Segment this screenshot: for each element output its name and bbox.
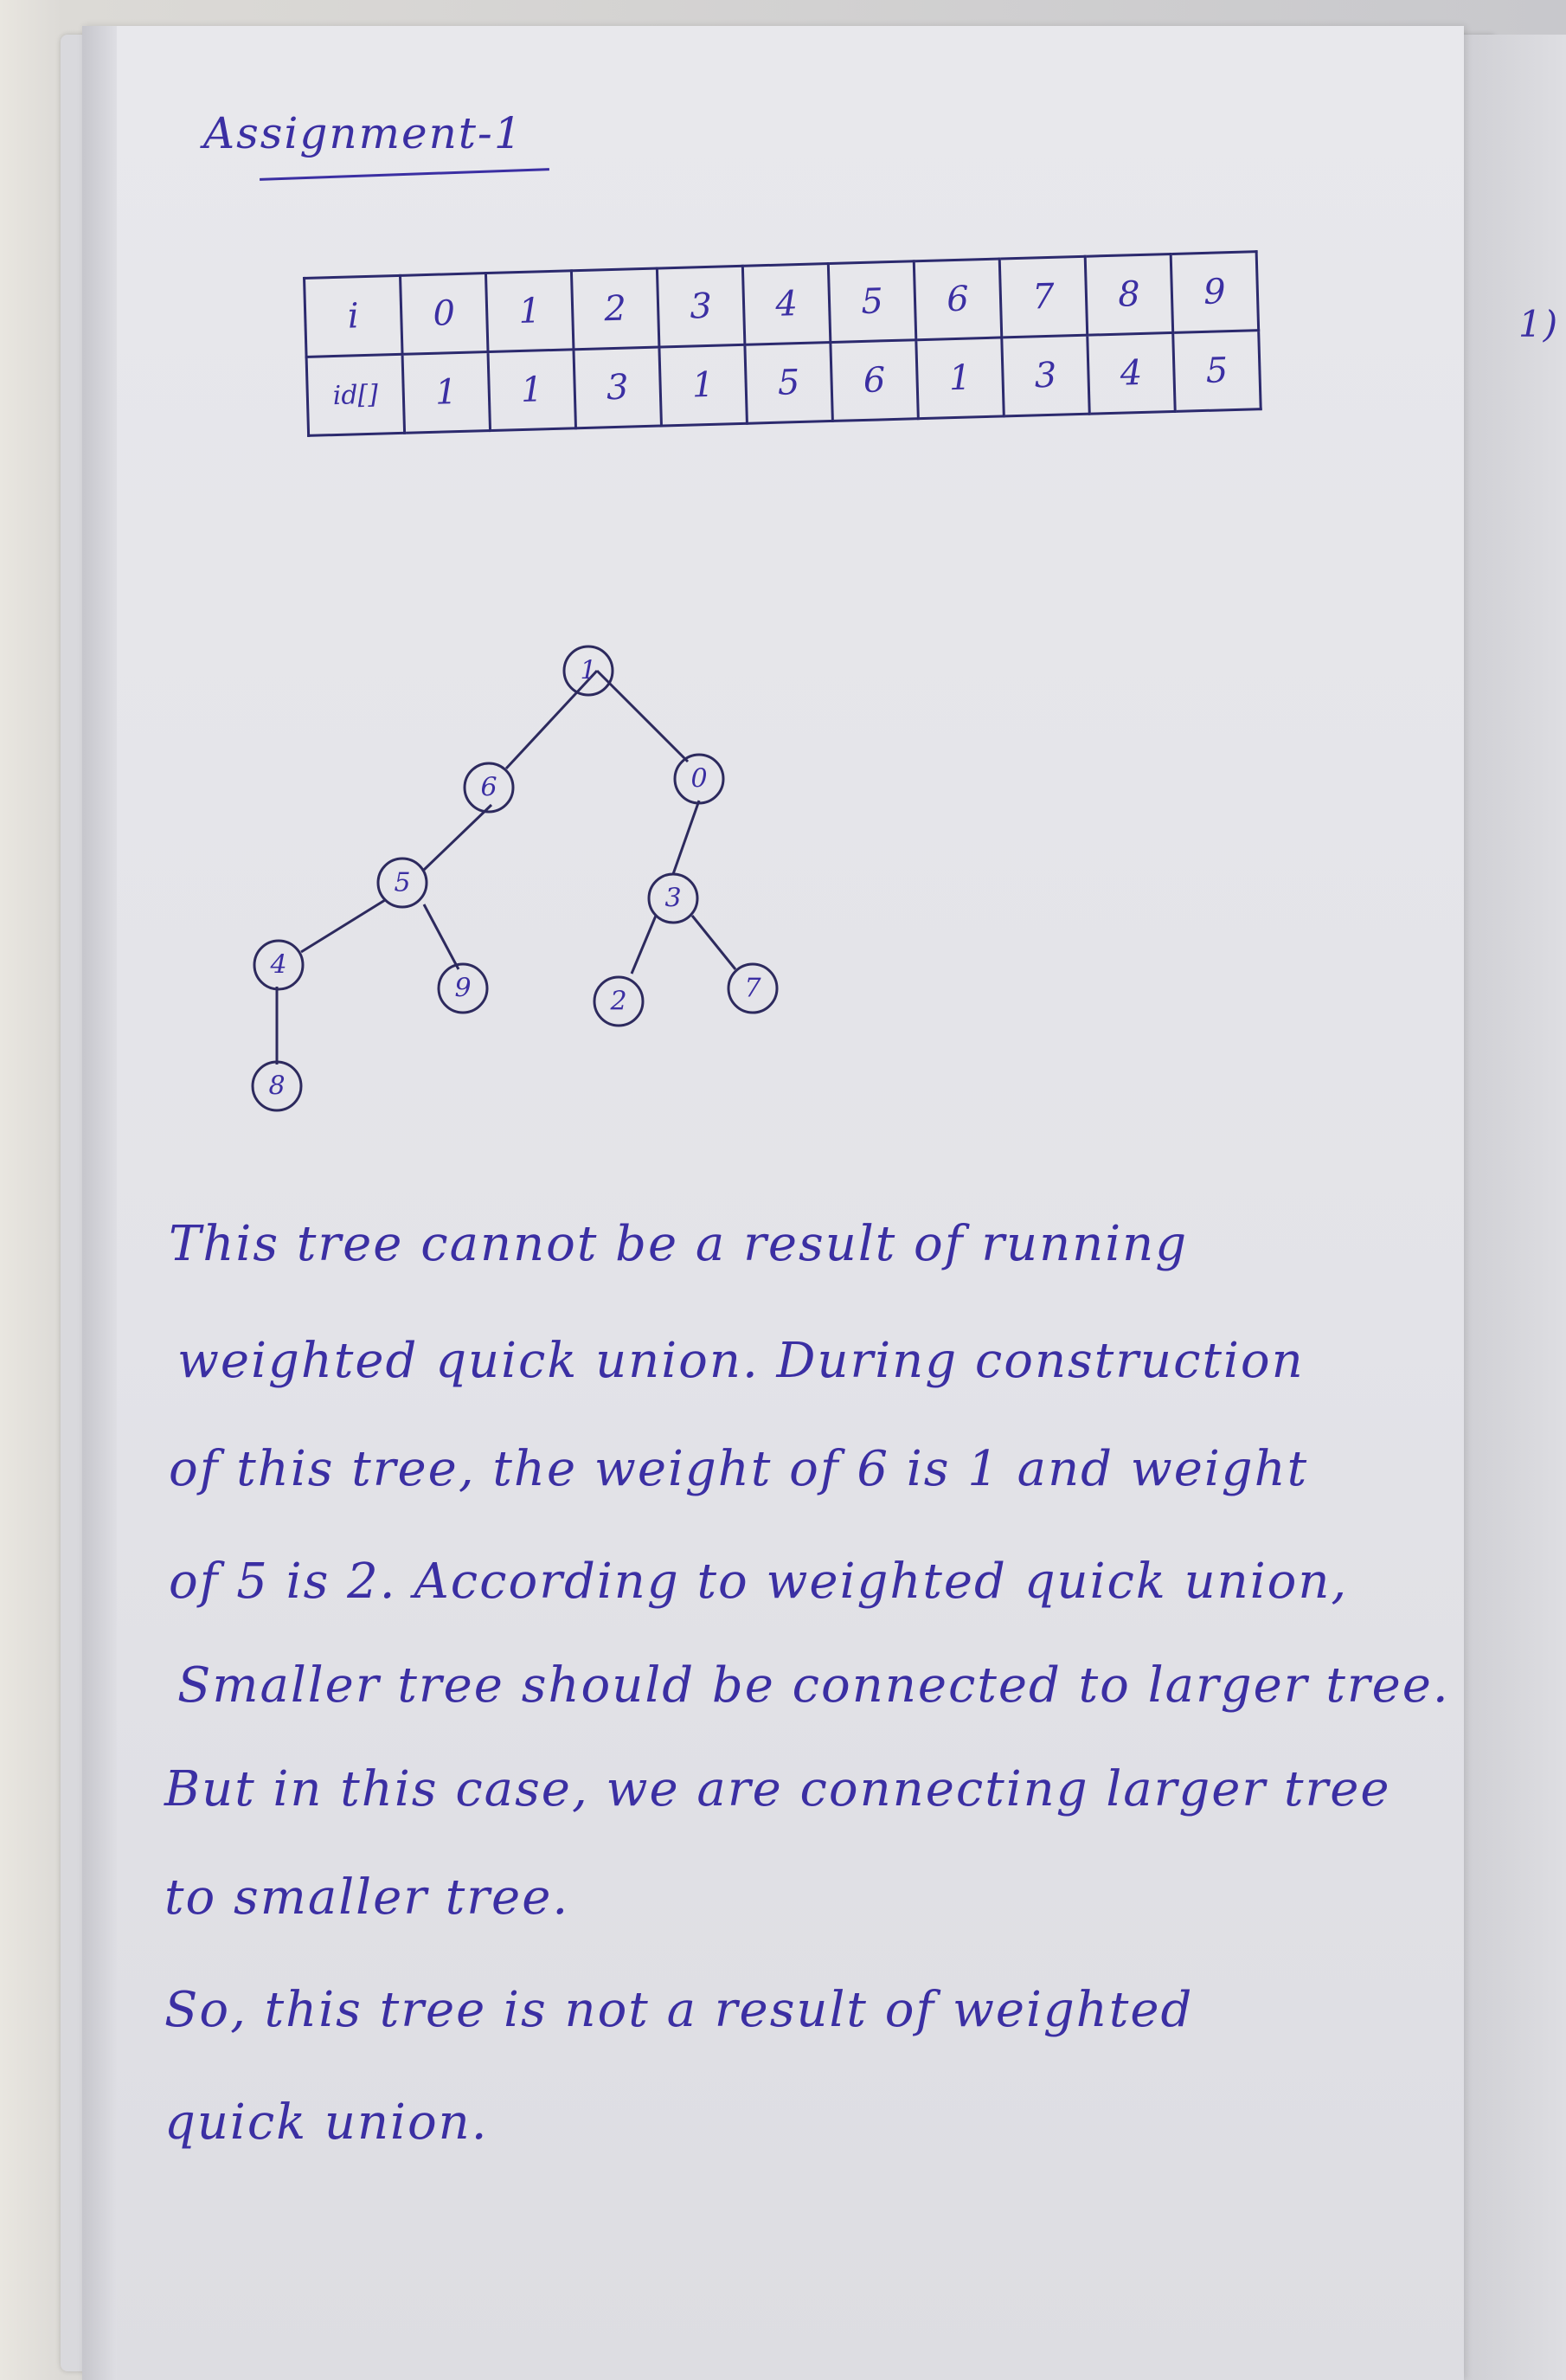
tree-node: 6 [463, 762, 515, 814]
tree-edge [422, 904, 460, 970]
tree-node-label: 1 [580, 656, 596, 686]
tree-edge [630, 915, 658, 975]
tree-node: 9 [437, 962, 489, 1014]
tree-node-label: 7 [744, 974, 761, 1004]
tree-edges [275, 669, 737, 1065]
tree-node-label: 4 [269, 950, 286, 981]
answer-line: This tree cannot be a result of running [169, 1216, 1189, 1272]
answer-line: to smaller tree. [164, 1869, 570, 1926]
tree-edge [671, 800, 701, 875]
answer-line: But in this case, we are connecting larg… [164, 1761, 1391, 1817]
union-find-tree: 1 6 0 5 3 4 9 2 7 8 [251, 645, 779, 1112]
tree-node-label: 3 [664, 884, 681, 914]
answer-line: of 5 is 2. According to weighted quick u… [169, 1553, 1349, 1610]
tree-node: 8 [251, 1060, 303, 1112]
answer-line: So, this tree is not a result of weighte… [164, 1982, 1194, 2038]
tree-node: 7 [727, 962, 779, 1014]
tree-edge [422, 803, 493, 872]
tree-node: 5 [376, 857, 428, 909]
answer-line: of this tree, the weight of 6 is 1 and w… [169, 1441, 1309, 1497]
tree-node: 0 [673, 753, 725, 805]
assignment-title: Assignment-1 [203, 108, 523, 158]
answer-line: weighted quick union. During constructio… [177, 1333, 1305, 1389]
question-number: 1) [1518, 303, 1560, 345]
tree-node: 1 [562, 645, 614, 697]
tree-node: 4 [253, 939, 305, 991]
tree-node: 3 [647, 872, 699, 924]
tree-node-label: 9 [454, 974, 471, 1004]
tree-node-label: 5 [394, 868, 410, 898]
tree-node-label: 8 [268, 1071, 285, 1102]
notebook-binding [82, 26, 117, 2380]
tree-edge [300, 898, 386, 954]
tree-node-label: 2 [609, 987, 626, 1017]
tree-node-label: 6 [480, 773, 497, 803]
answer-line: Smaller tree should be connected to larg… [177, 1657, 1450, 1714]
tree-edge [690, 915, 737, 970]
tree-edge [504, 669, 599, 770]
notebook-page [82, 26, 1464, 2380]
notebook-right-page [1462, 35, 1566, 2380]
answer-line: quick union. [164, 2094, 489, 2151]
tree-edge [595, 669, 690, 763]
tree-node: 2 [593, 975, 645, 1027]
tree-node-label: 0 [690, 764, 707, 794]
